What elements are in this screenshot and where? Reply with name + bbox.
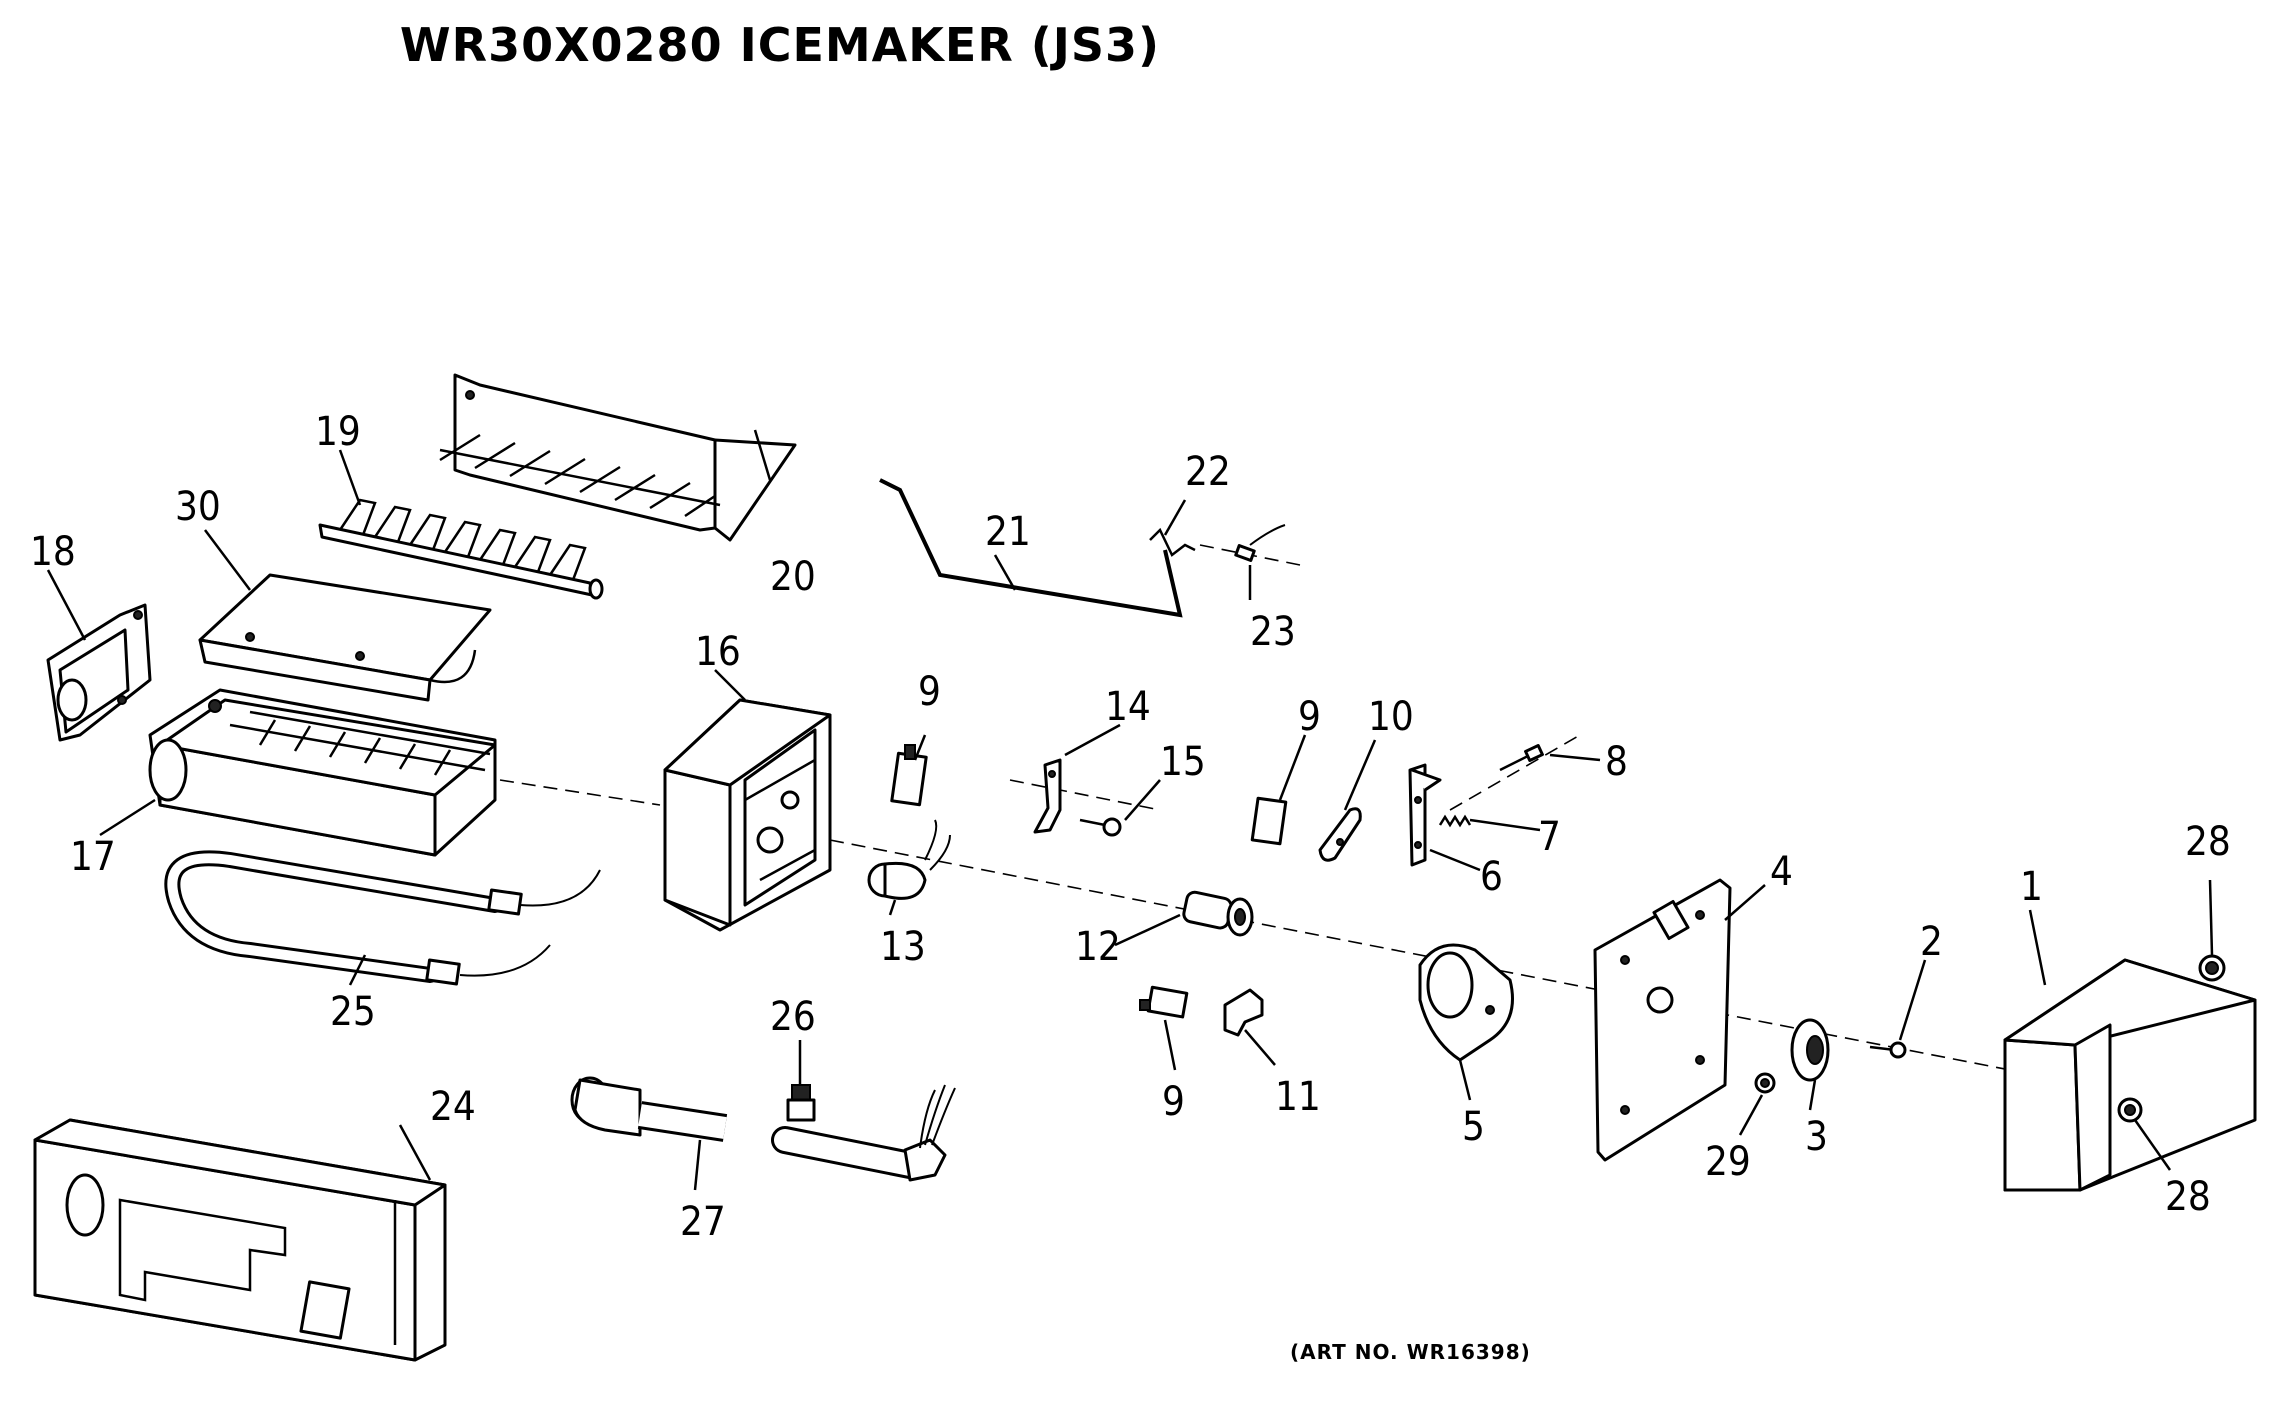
callout-17: 17 (70, 834, 116, 880)
callout-20: 20 (770, 554, 816, 600)
callout-7: 7 (1538, 814, 1561, 860)
art-number: (ART NO. WR16398) (1290, 1340, 1531, 1364)
part-4-mounting-plate (1593, 878, 1732, 1162)
part-12-gear (1182, 890, 1254, 937)
part-11-bracket (1223, 988, 1264, 1037)
callout-9-middle: 9 (1298, 694, 1321, 740)
callout-9-lower: 9 (1162, 1079, 1185, 1125)
callout-2: 2 (1920, 919, 1943, 965)
callout-9-upper: 9 (918, 669, 941, 715)
part-9-switch-middle (1250, 796, 1288, 846)
callout-4: 4 (1770, 849, 1793, 895)
part-19-ejector (318, 498, 604, 600)
callout-27: 27 (680, 1199, 726, 1245)
callout-25: 25 (330, 989, 376, 1035)
callout-28-lower: 28 (2165, 1174, 2211, 1220)
part-24-chassis (33, 1118, 447, 1362)
callout-22: 22 (1185, 449, 1231, 495)
callout-30: 30 (175, 484, 221, 530)
callout-28-upper: 28 (2185, 819, 2231, 865)
part-26-connector (786, 1084, 816, 1122)
part-wire-harness (771, 1084, 956, 1182)
part-15-screw (1079, 817, 1122, 837)
callout-3: 3 (1805, 1114, 1828, 1160)
callout-26: 26 (770, 994, 816, 1040)
part-28-plug-upper (2198, 954, 2226, 982)
part-21-shutoff-arm (879, 478, 1183, 618)
callout-8: 8 (1605, 739, 1628, 785)
callout-24: 24 (430, 1084, 476, 1130)
callout-6: 6 (1480, 854, 1503, 900)
callout-23: 23 (1250, 609, 1296, 655)
part-3-knob (1790, 1018, 1830, 1082)
part-30-cover (198, 573, 492, 702)
callout-labels: 18 30 19 20 21 22 23 17 16 25 9 14 15 13… (30, 409, 2231, 1245)
part-25-heater (164, 850, 601, 986)
callout-10: 10 (1368, 694, 1414, 740)
leader-lines (46, 429, 2214, 1191)
callout-11: 11 (1275, 1074, 1321, 1120)
callout-18: 18 (30, 529, 76, 575)
part-7-spring (1438, 814, 1472, 828)
part-20-stripper (439, 373, 797, 542)
part-6-support (1408, 763, 1442, 867)
part-5-motor (1418, 943, 1514, 1062)
part-22-clip (1149, 527, 1196, 557)
part-16-housing (663, 698, 832, 932)
callout-19: 19 (315, 409, 361, 455)
part-17-mold (148, 688, 497, 857)
part-29-nut (1754, 1072, 1776, 1094)
callout-16: 16 (695, 629, 741, 675)
part-18-bracket (46, 603, 152, 742)
part-14-lever (1033, 758, 1062, 834)
callout-15: 15 (1160, 739, 1206, 785)
callout-1: 1 (2020, 864, 2043, 910)
part-1-cover (2003, 958, 2257, 1192)
part-27-fill-tube (570, 1076, 728, 1142)
part-9-switch-lower (1139, 985, 1189, 1019)
callout-29: 29 (1705, 1139, 1751, 1185)
part-9-switch-upper (890, 744, 928, 807)
page-title: WR30X0280 ICEMAKER (JS3) (399, 18, 1161, 72)
callout-14: 14 (1105, 684, 1151, 730)
callout-13: 13 (880, 924, 926, 970)
callout-21: 21 (985, 509, 1031, 555)
part-13-thermostat (867, 819, 951, 900)
part-23-pin (1234, 524, 1286, 562)
callout-12: 12 (1075, 924, 1121, 970)
part-10-cam (1318, 807, 1362, 862)
part-8-screw (1499, 744, 1544, 772)
callout-5: 5 (1462, 1104, 1485, 1150)
part-2-screw (1869, 1041, 1907, 1059)
